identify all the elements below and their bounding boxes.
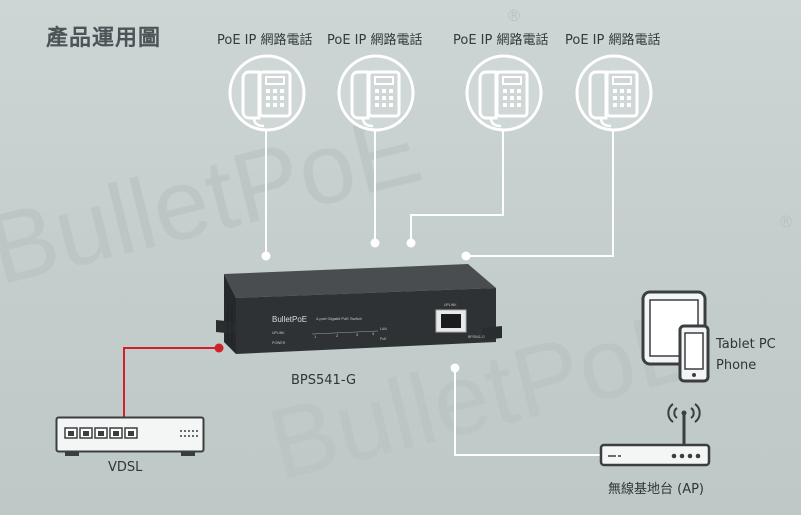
phone4-dot: [461, 251, 471, 261]
poe-switch: BulletPoE 4-port Gigabit PoE Switch UPLI…: [216, 264, 502, 354]
ap-switch-dot: [450, 363, 460, 373]
phone-label-1: PoE IP 網路電話: [217, 33, 313, 48]
ap-line: [454, 368, 600, 456]
phone-label-2: PoE IP 網路電話: [327, 33, 423, 48]
led-label-uplink: UPLINK: [272, 331, 285, 335]
led-label-poe: PoE: [380, 337, 387, 341]
phone4-line: [466, 130, 614, 257]
switch-model-small: BPS541-G: [468, 335, 485, 339]
registered-mark-lower: ®: [778, 212, 794, 231]
switch-model-label: BPS541-G: [291, 373, 357, 388]
port-number-2: 2: [336, 333, 339, 338]
tablet-label: Tablet PC: [716, 337, 776, 352]
uplink-dot: [214, 343, 224, 353]
phone1-dot: [261, 251, 271, 261]
tablet-phone-icon: [641, 290, 710, 383]
switch-subtitle: 4-port Gigabit PoE Switch: [316, 316, 362, 321]
ap-label: 無線基地台 (AP): [608, 482, 705, 497]
wireless-ap-icon: [599, 403, 711, 467]
phone-label-4: PoE IP 網路電話: [565, 33, 661, 48]
phone-label: Phone: [716, 358, 757, 373]
phone2-dot: [370, 238, 380, 248]
ip-phone-icon: [227, 53, 307, 133]
led-label-power: POWER: [272, 341, 286, 345]
phone-label-3: PoE IP 網路電話: [453, 33, 549, 48]
page-title: 產品運用圖: [46, 26, 162, 51]
ip-phone-icon: [464, 53, 544, 133]
led-label-lan: LAN: [380, 327, 387, 331]
port-number-4: 4: [372, 331, 375, 336]
port-number-1: 1: [314, 334, 317, 339]
uplink-line: [123, 347, 219, 418]
ip-phone-icon: [574, 53, 654, 133]
registered-mark-upper: ®: [506, 6, 522, 25]
switch-brand: BulletPoE: [272, 315, 307, 324]
vdsl-label: VDSL: [108, 460, 143, 475]
phone3-dot: [406, 238, 416, 248]
ip-phone-icon: [336, 53, 416, 133]
phone3-line: [410, 130, 504, 243]
port-number-3: 3: [356, 332, 359, 337]
uplink-port-label: UPLINK: [444, 303, 457, 307]
vdsl-modem-icon: [55, 416, 205, 456]
